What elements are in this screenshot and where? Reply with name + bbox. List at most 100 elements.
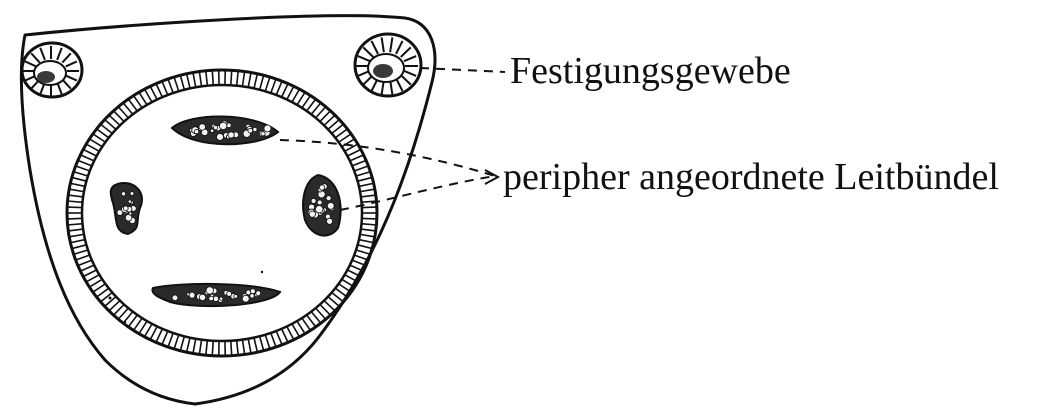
ring-hatch-line — [200, 341, 202, 354]
ring-hatch-line — [260, 76, 263, 89]
ring-hatch-line — [287, 327, 293, 339]
ring-hatch-line — [69, 229, 82, 231]
bundle-cell — [172, 295, 178, 301]
ring-hatch-line — [70, 235, 83, 237]
ring-hatch-line — [81, 265, 93, 270]
ring-hatch-line — [362, 195, 375, 197]
ring-hatch-line — [361, 235, 374, 237]
ring-hatch-line — [351, 155, 363, 160]
bundle-cell — [319, 185, 324, 190]
ring-hatch-line — [134, 96, 141, 107]
ring-hatch-line — [134, 319, 141, 330]
ring-hatch-line — [69, 195, 82, 197]
label-leitbuendel: peripher angeordnete Leitbündel — [503, 156, 999, 198]
bundle-cell — [128, 200, 131, 203]
ring-hatch-line — [333, 125, 343, 133]
ring-hatch-line — [139, 322, 146, 333]
label-festigungsgewebe: Festigungsgewebe — [510, 50, 791, 92]
leader-leitbuendel-right — [340, 176, 495, 210]
ring-hatch-line — [139, 93, 146, 104]
ring-hatch-line — [231, 342, 232, 355]
leitbuendel-left — [111, 183, 142, 234]
ring-hatch-line — [316, 309, 325, 319]
leader-leitbuendel-top — [280, 140, 495, 176]
ring-hatch-line — [316, 107, 325, 117]
ring-hatch-line — [307, 100, 315, 110]
ring-hatch-line — [110, 301, 119, 310]
ring-hatch-line — [231, 71, 232, 84]
ring-hatch-line — [206, 341, 207, 354]
bundle-cell — [199, 294, 205, 300]
ring-hatch-line — [321, 305, 330, 314]
bundle-cell — [234, 295, 238, 299]
ring-hatch-line — [174, 336, 178, 348]
bundle-cell — [242, 295, 249, 302]
ring-hatch-line — [360, 183, 373, 186]
bundle-cell — [206, 287, 213, 294]
ring-hatch-line — [321, 112, 330, 121]
bundle-cell — [326, 196, 331, 201]
ring-hatch-line — [70, 189, 83, 191]
ring-hatch-line — [145, 90, 152, 101]
leitbuendel-right — [303, 175, 341, 236]
ring-hatch-line — [353, 260, 365, 265]
bundle-cell — [130, 192, 134, 196]
ring-hatch-line — [206, 72, 207, 85]
festigungsgewebe-right — [355, 34, 421, 96]
ring-hatch-line — [124, 104, 132, 114]
ring-hatch-line — [73, 178, 86, 181]
ring-hatch-line — [355, 255, 367, 259]
ring-hatch-line — [87, 145, 98, 151]
bundle-cell — [227, 291, 232, 296]
ring-hatch-line — [325, 116, 334, 125]
ring-hatch-line — [363, 207, 376, 208]
ring-hatch-line — [363, 224, 376, 225]
bundle-cell — [327, 202, 334, 209]
ring-hatch-line — [84, 270, 96, 276]
ring-hatch-line — [293, 90, 300, 101]
ring-hatch-line — [298, 322, 305, 333]
ring-hatch-line — [287, 87, 293, 99]
festigungsgewebe-left — [22, 43, 82, 97]
bundle-cell — [189, 292, 195, 298]
bundle-cell — [261, 132, 265, 136]
ring-hatch-line — [357, 250, 369, 254]
ring-hatch-line — [212, 342, 213, 355]
ring-hatch-line — [75, 172, 87, 176]
bundle-cell — [213, 296, 218, 301]
ring-hatch-line — [254, 339, 257, 352]
ring-hatch-line — [174, 78, 178, 90]
ring-hatch-line — [73, 245, 86, 248]
ring-hatch-line — [77, 255, 89, 259]
ring-hatch-line — [84, 150, 96, 156]
ring-hatch-line — [94, 134, 105, 141]
ring-hatch-line — [351, 265, 363, 270]
ring-hatch-line — [156, 85, 162, 97]
ring-hatch-line — [243, 341, 245, 354]
ring-hatch-line — [302, 319, 309, 330]
ring-hatch-line — [181, 337, 184, 350]
bundle-cell — [250, 294, 254, 298]
ring-hatch-line — [162, 332, 167, 344]
ring-hatch-line — [339, 134, 350, 141]
ring-hatch-line — [312, 312, 320, 322]
ring-hatch-line — [339, 284, 350, 291]
speckle — [109, 297, 112, 300]
leitbuendel-bottom — [152, 284, 280, 306]
ring-hatch-line — [69, 224, 82, 225]
ring-hatch-line — [336, 289, 347, 297]
ring-hatch-line — [87, 275, 98, 281]
ring-hatch-line — [254, 75, 257, 88]
bundle-cell — [199, 124, 206, 131]
ring-hatch-line — [312, 104, 320, 114]
ring-hatch-line — [75, 250, 87, 254]
ring-hatch-line — [282, 330, 288, 342]
ring-hatch-line — [243, 73, 245, 86]
speckle — [124, 321, 126, 323]
ring-hatch-line — [266, 336, 270, 348]
ring-hatch-line — [336, 130, 347, 138]
ring-hatch-line — [193, 74, 195, 87]
ring-hatch-line — [237, 72, 238, 85]
ring-hatch-line — [81, 155, 93, 160]
ring-hatch-line — [114, 305, 123, 314]
